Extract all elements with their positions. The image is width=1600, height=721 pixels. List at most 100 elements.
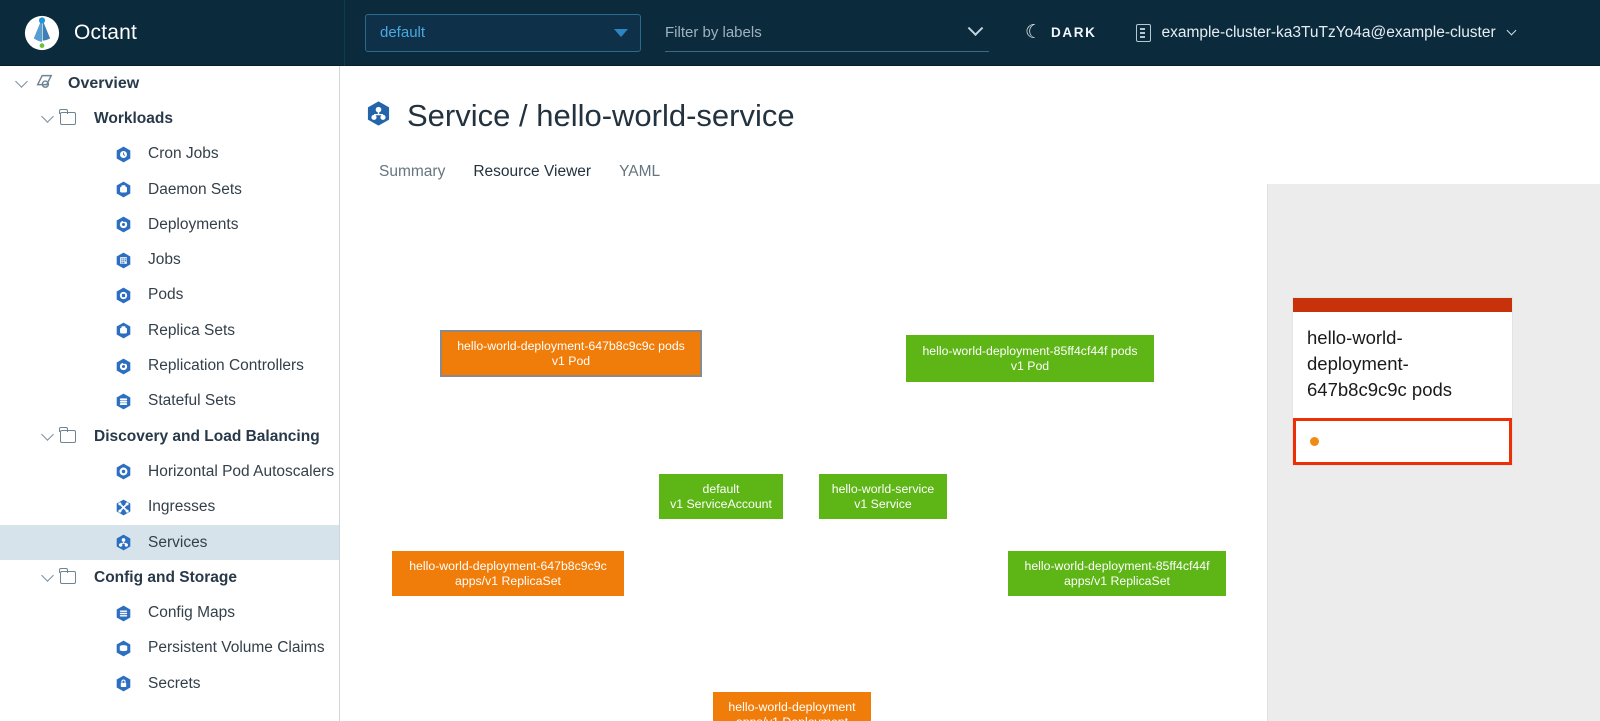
sidebar-item-label: Discovery and Load Balancing [94, 427, 320, 445]
cluster-selector[interactable]: example-cluster-ka3TuTzYo4a@example-clus… [1136, 23, 1517, 42]
replicationcontroller-icon [114, 357, 133, 376]
sidebar-item-label: Services [148, 533, 208, 551]
sidebar-item-pods[interactable]: Pods [0, 278, 339, 313]
pod-icon [114, 286, 133, 305]
sidebar-item-replication-controllers[interactable]: Replication Controllers [0, 348, 339, 383]
graph-node-kind: v1 Pod [551, 353, 591, 368]
graph-node-name: hello-world-deployment-85ff4cf44f pods [922, 343, 1138, 358]
sidebar-item-label: Jobs [148, 251, 181, 269]
sidebar-item-secrets[interactable]: Secrets [0, 666, 339, 701]
page-title: Service / hello-world-service [365, 98, 1600, 134]
graph-node-kind: v1 ServiceAccount [670, 496, 772, 511]
top-bar: Octant default Filter by labels ☾ DARK e… [0, 0, 1600, 66]
moon-icon: ☾ [1025, 22, 1043, 43]
sidebar-item-label: Overview [68, 74, 140, 92]
sidebar-item-deployments[interactable]: Deployments [0, 207, 339, 242]
graph-edges [341, 184, 641, 334]
graph-node-name: hello-world-deployment [728, 699, 856, 714]
status-dot-icon [1310, 437, 1319, 446]
graph-node-name: hello-world-deployment-647b8c9c9c [409, 558, 607, 573]
dark-theme-toggle[interactable]: ☾ DARK [1025, 13, 1096, 53]
sidebar-item-ingresses[interactable]: Ingresses [0, 490, 339, 525]
sidebar-item-services[interactable]: Services [0, 524, 339, 561]
sidebar-item-stateful-sets[interactable]: Stateful Sets [0, 384, 339, 419]
expand-chevron-icon[interactable] [34, 569, 60, 583]
sidebar-item-discovery-and-load-balancing[interactable]: Discovery and Load Balancing [0, 419, 339, 454]
expand-chevron-icon[interactable] [8, 75, 34, 89]
deployment-icon [114, 215, 133, 234]
sidebar-item-workloads[interactable]: Workloads [0, 101, 339, 136]
statefulset-icon [114, 392, 133, 411]
sidebar-item-config-and-storage[interactable]: Config and Storage [0, 560, 339, 595]
sidebar-item-label: Stateful Sets [148, 392, 236, 410]
detail-title: hello-world-deployment-647b8c9c9c pods [1307, 327, 1453, 400]
sidebar-item-config-maps[interactable]: Config Maps [0, 595, 339, 630]
octant-logo-icon [24, 15, 60, 51]
pvc-icon [114, 639, 133, 658]
sidebar-item-label: Pods [148, 286, 184, 304]
page-title-text: Service / hello-world-service [407, 98, 795, 133]
sidebar-item-cron-jobs[interactable]: Cron Jobs [0, 137, 339, 172]
hpa-icon [114, 462, 133, 481]
sidebar-item-label: Persistent Volume Claims [148, 639, 325, 657]
sidebar-item-daemon-sets[interactable]: Daemon Sets [0, 172, 339, 207]
graph-node-name: hello-world-deployment-85ff4cf44f [1024, 558, 1210, 573]
sidebar-item-label: Secrets [148, 674, 201, 692]
detail-panel: hello-world-deployment-647b8c9c9c pods [1267, 184, 1600, 721]
overview-icon [34, 72, 54, 95]
graph-node-deploy[interactable]: hello-world-deploymentapps/v1 Deployment [713, 692, 871, 721]
chevron-down-small-icon [1506, 25, 1517, 36]
brand[interactable]: Octant [0, 0, 345, 66]
expand-chevron-icon[interactable] [34, 428, 60, 441]
graph-node-name: hello-world-deployment-647b8c9c9c pods [457, 338, 685, 353]
graph-node-kind: apps/v1 ReplicaSet [1064, 573, 1170, 588]
status-bar [1293, 298, 1512, 312]
sidebar-item-overview[interactable]: Overview [0, 66, 339, 101]
service-icon [114, 533, 133, 552]
ingress-icon [114, 498, 133, 517]
detail-card[interactable]: hello-world-deployment-647b8c9c9c pods [1293, 298, 1512, 465]
sidebar-item-label: Cron Jobs [148, 145, 219, 163]
sidebar-item-label: Config and Storage [94, 568, 237, 586]
cluster-name: example-cluster-ka3TuTzYo4a@example-clus… [1161, 23, 1496, 41]
cluster-icon [1136, 23, 1152, 42]
tab-yaml[interactable]: YAML [619, 163, 661, 180]
job-icon [114, 251, 133, 270]
sidebar-item-horizontal-pod-autoscalers[interactable]: Horizontal Pod Autoscalers [0, 454, 339, 489]
label-filter-input[interactable]: Filter by labels [665, 14, 989, 52]
graph-node-kind: apps/v1 ReplicaSet [455, 573, 561, 588]
configmap-icon [114, 604, 133, 623]
replicaset-icon [114, 321, 133, 340]
chevron-down-icon [967, 19, 984, 36]
sidebar-item-label: Deployments [148, 215, 239, 233]
sidebar-item-label: Config Maps [148, 604, 236, 622]
namespace-select[interactable]: default [365, 13, 641, 52]
detail-item-row[interactable] [1293, 418, 1512, 465]
sidebar-item-label: Replication Controllers [148, 357, 304, 375]
graph-node-name: hello-world-service [831, 481, 935, 496]
sidebar-item-jobs[interactable]: Jobs [0, 242, 339, 277]
graph-node-kind: v1 Service [854, 496, 912, 511]
sidebar-item-label: Horizontal Pod Autoscalers [148, 462, 335, 480]
sidebar-item-replica-sets[interactable]: Replica Sets [0, 313, 339, 348]
graph-node-kind: v1 Pod [1010, 358, 1050, 373]
sidebar-item-label: Workloads [94, 109, 173, 127]
cronjob-icon [114, 145, 133, 164]
tab-summary[interactable]: Summary [379, 163, 446, 180]
sidebar-item-label: Replica Sets [148, 321, 236, 339]
expand-chevron-icon[interactable] [34, 110, 60, 124]
label-filter-placeholder: Filter by labels [665, 23, 762, 41]
secret-icon [114, 674, 133, 693]
namespace-value: default [380, 24, 426, 41]
folder-icon [59, 109, 76, 126]
sidebar-item-persistent-volume-claims[interactable]: Persistent Volume Claims [0, 631, 339, 666]
graph-node-name: default [702, 481, 740, 496]
